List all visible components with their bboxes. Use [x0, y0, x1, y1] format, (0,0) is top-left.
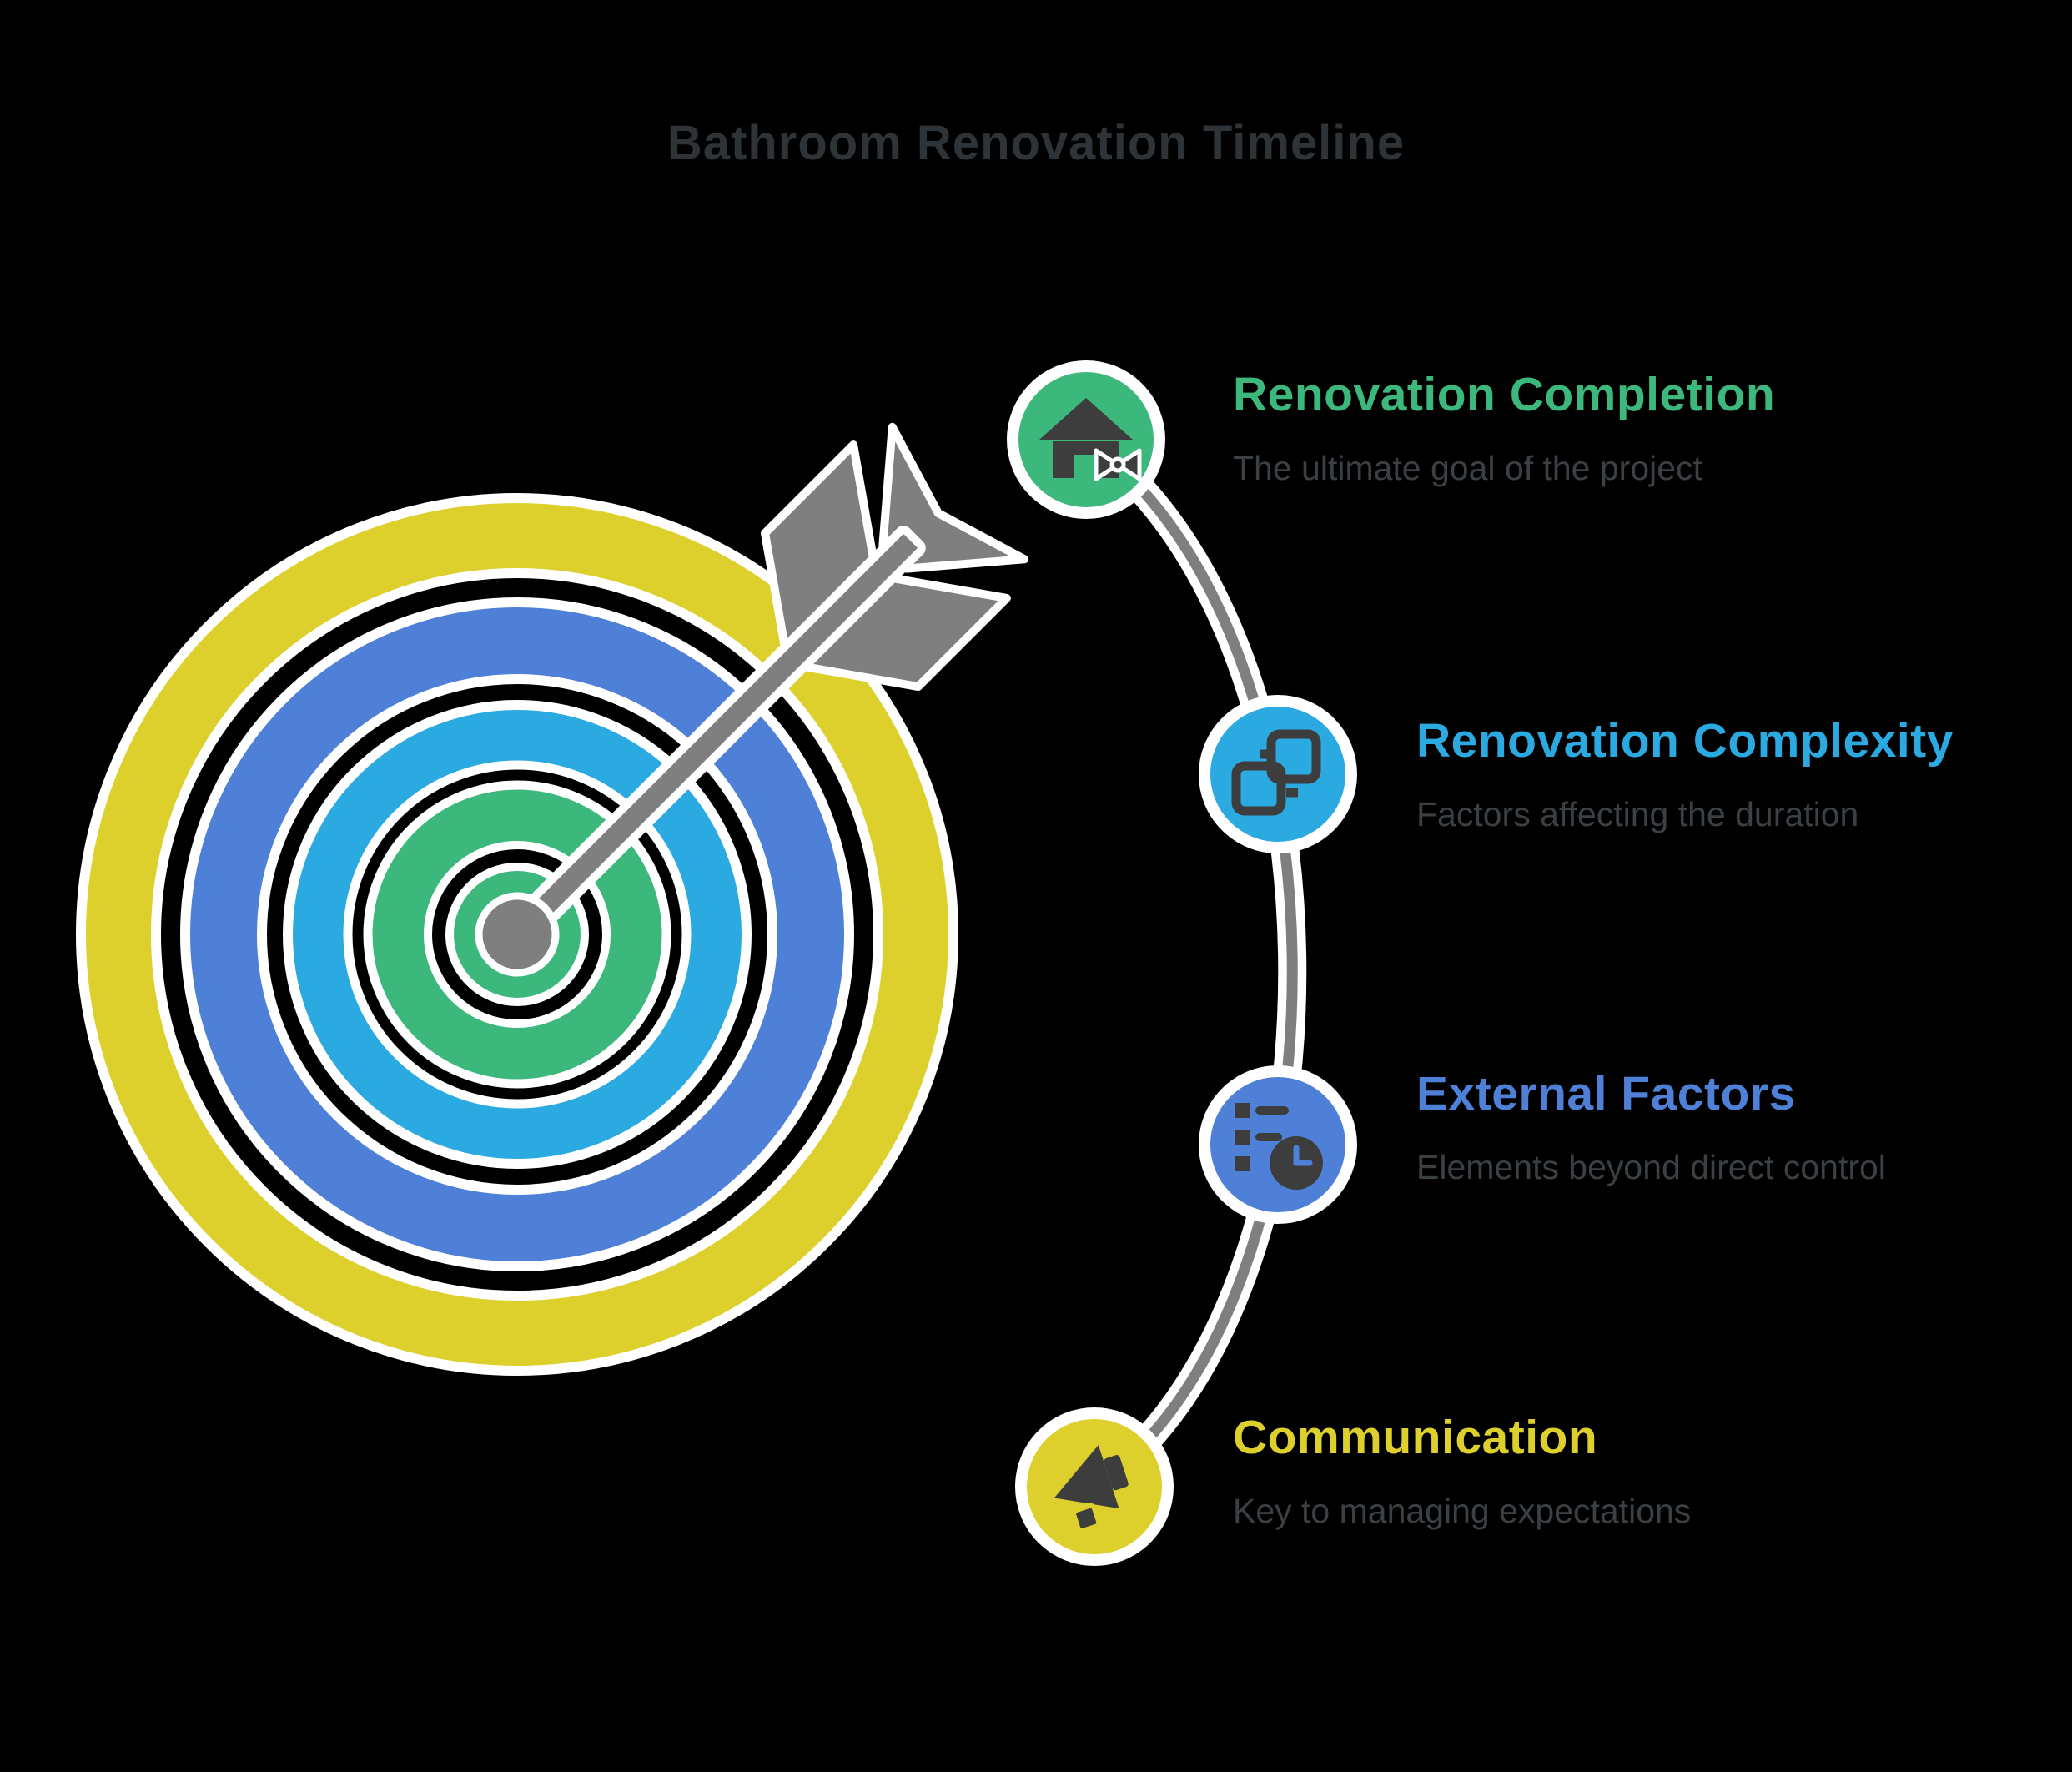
item-title: External Factors [1416, 1067, 1796, 1120]
connector-casing [1072, 425, 1307, 1501]
arrow-impact-dot [475, 892, 560, 977]
item-description: Elements beyond direct control [1416, 1148, 1886, 1186]
page-title: Bathroom Renovation Timeline [666, 116, 1406, 170]
timeline-item-renovation-complexity: Renovation Complexity Factors affecting … [1416, 713, 1954, 834]
item-description: Factors affecting the duration [1416, 795, 1859, 833]
item-description: Key to managing expectations [1233, 1492, 1692, 1530]
item-description: The ultimate goal of the project [1233, 449, 1702, 487]
item-title: Renovation Complexity [1416, 714, 1954, 768]
connector-line [1080, 434, 1298, 1493]
house-ribbon-icon [1039, 398, 1142, 481]
checklist-clock-icon [1235, 1103, 1323, 1190]
puzzle-blocks-icon [1231, 729, 1321, 816]
item-title: Communication [1233, 1411, 1598, 1464]
megaphone-icon [1054, 1445, 1129, 1533]
timeline-connector [1072, 425, 1307, 1501]
timeline-item-renovation-completion: Renovation Completion The ultimate goal … [1233, 367, 1775, 488]
item-title: Renovation Completion [1233, 368, 1776, 421]
timeline-item-communication: Communication Key to managing expectatio… [1233, 1410, 1691, 1531]
timeline-item-external-factors: External Factors Elements beyond direct … [1416, 1066, 1886, 1187]
